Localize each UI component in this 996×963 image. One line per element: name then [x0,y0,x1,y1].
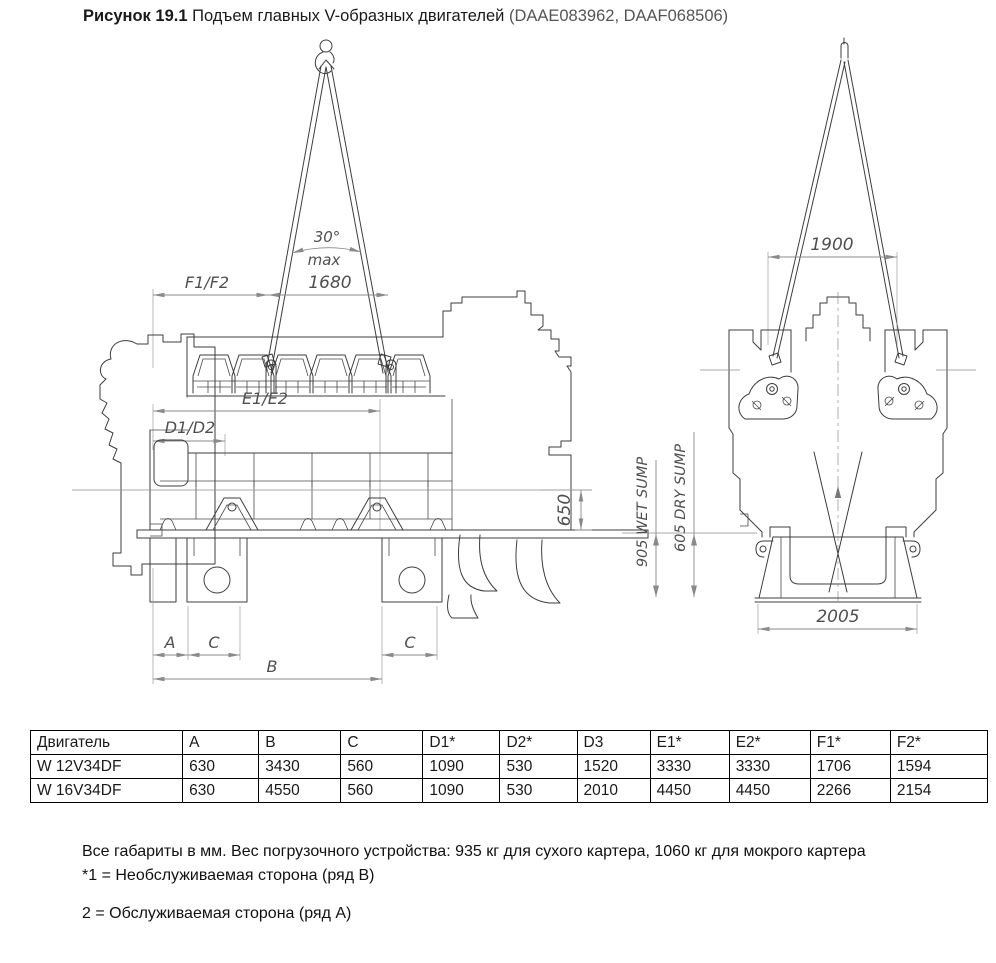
note-row-a: 2 = Обслуживаемая сторона (ряд A) [82,905,352,923]
lifting-bracket-left [739,376,798,419]
table-header-cell: B [258,730,342,755]
table-header-cell: F2* [889,730,989,755]
table-cell: 4450 [728,778,811,803]
table-cell: 1090 [422,778,501,803]
support-stand [382,538,442,602]
table-cell: 1706 [809,754,891,779]
dim-label-c1: C [208,633,220,652]
table-cell: 2010 [576,778,651,803]
figure-title: Рисунок 19.1 Подъем главных V-образных д… [83,7,728,26]
head-cover [271,355,313,393]
figure-doc-refs: (DAAE083962, DAAF068506) [508,7,729,25]
dim-label-c2: C [404,633,416,652]
dim-label-wet-sump: 905 WET SUMP [635,457,651,568]
table-header-cell: C [340,730,424,755]
lifting-bracket-right [878,376,937,419]
table-header-cell: D3 [576,730,651,755]
figure-caption: Подъем главных V-образных двигателей [192,7,505,25]
table-cell: 530 [499,754,578,779]
table-cell: 4450 [649,778,730,803]
end-view: 1900 [622,38,976,634]
table-cell: 560 [340,778,424,803]
table-cell: 630 [182,754,260,779]
engine-free-end [100,334,215,575]
figure-number: Рисунок 19.1 [83,7,188,25]
table-row: W 12V34DF 630 3430 560 1090 530 1520 333… [29,754,989,779]
cylinder-head-covers [193,355,430,393]
table-cell: 530 [499,778,578,803]
dim-label-1900: 1900 [810,235,853,255]
engine-driving-end [443,291,571,530]
dim-label-1680: 1680 [308,273,351,293]
table-cell: 630 [182,778,260,803]
table-header-cell: Двигатель [29,730,184,755]
table-cell: 1090 [422,754,501,779]
dimensions-table: Двигатель A B C D1* D2* D3 E1* E2* F1* F… [29,730,989,803]
support-stand [187,538,247,602]
angle-max-label: max [308,251,341,269]
angle-label: 30° [314,228,341,246]
table-cell: 1520 [576,754,651,779]
note-dimensions: Все габариты в мм. Вес погрузочного устр… [82,843,866,860]
dim-label-e1e2: E1/E2 [242,389,288,408]
lifting-slings [262,66,391,373]
table-header-cell: F1* [809,730,891,755]
table-row: W 16V34DF 630 4550 560 1090 530 2010 445… [29,778,989,803]
dim-label-b: B [267,657,278,676]
table-cell: 2154 [889,778,989,803]
dim-label-650: 650 [555,494,575,526]
dim-label-a: A [164,633,176,652]
table-cell: 4550 [258,778,342,803]
note-row-b: *1 = Необслуживаемая сторона (ряд B) [82,867,375,885]
table-cell: W 12V34DF [29,754,184,779]
table-header-cell: E1* [649,730,730,755]
table-cell: 3330 [728,754,811,779]
footnotes: Все габариты в мм. Вес погрузочного устр… [82,841,977,924]
dim-label-f1f2: F1/F2 [185,273,229,292]
engine-foot [351,498,403,530]
table-cell: 3330 [649,754,730,779]
dim-label-2005: 2005 [816,607,859,627]
engine-stand [755,527,921,602]
table-cell: W 16V34DF [29,778,184,803]
table-header-cell: A [182,730,260,755]
figure-drawing: 30° max F1/F2 1680 [0,0,996,700]
table-header-row: Двигатель A B C D1* D2* D3 E1* E2* F1* F… [29,730,989,755]
table-cell: 560 [340,754,424,779]
table-header-cell: D1* [422,730,501,755]
side-view: 30° max F1/F2 1680 [72,40,648,684]
engine-foot [206,498,258,530]
head-cover [349,355,391,393]
table-header-cell: E2* [728,730,811,755]
head-cover [193,355,235,393]
head-cover [310,355,352,393]
dim-label-dry-sump: 605 DRY SUMP [673,444,689,552]
table-cell: 3430 [258,754,342,779]
table-cell: 2266 [809,778,891,803]
table-cell: 1594 [889,754,989,779]
table-header-cell: D2* [499,730,578,755]
dim-label-d1d2: D1/D2 [165,418,215,437]
